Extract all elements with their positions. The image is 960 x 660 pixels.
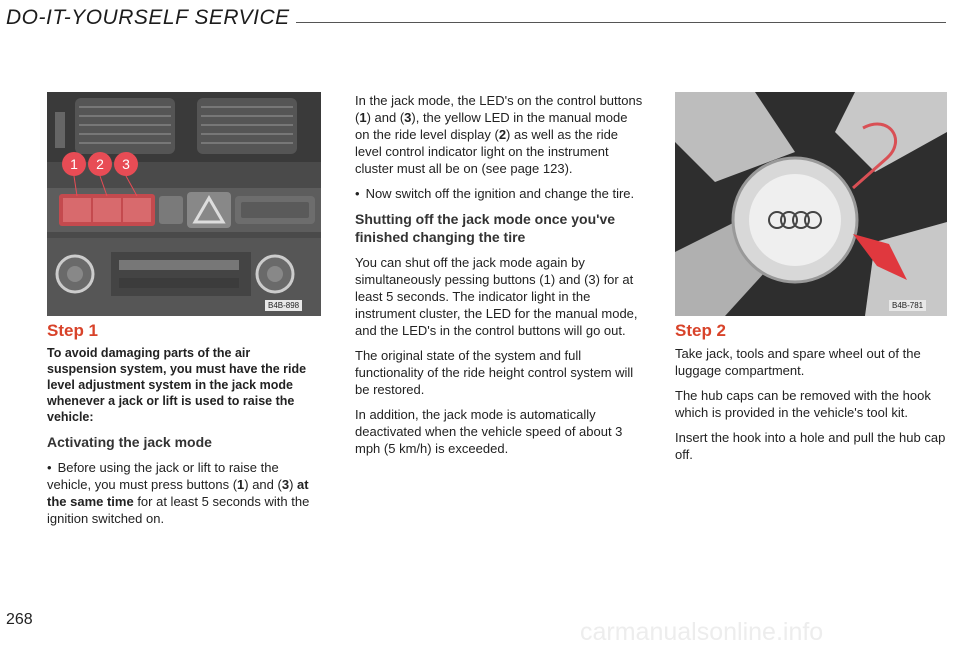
control-panel-illustration: 1 2 3: [47, 92, 321, 316]
left-column: Step 1 To avoid damaging parts of the ai…: [47, 322, 323, 535]
restored-state-text: The original state of the system and ful…: [355, 348, 634, 397]
right-column: Step 2 Take jack, tools and spare wheel …: [675, 322, 947, 471]
control-panel-figure: 1 2 3 B4B-898: [47, 92, 321, 316]
wheel-hubcap-figure: B4B-781: [675, 92, 947, 316]
automatic-deactivation-text: In addition, the jack mode is automatica…: [355, 407, 623, 456]
jack-mode-indicator-text: In the jack mode, the LED's on the contr…: [355, 93, 643, 176]
step-2-heading: Step 2: [675, 321, 727, 340]
air-suspension-warning: To avoid damaging parts of the air suspe…: [47, 346, 307, 424]
marker-1: 1: [70, 156, 78, 172]
middle-column: In the jack mode, the LED's on the contr…: [355, 92, 645, 465]
take-jack-text: Take jack, tools and spare wheel out of …: [675, 346, 921, 378]
change-tire-text: Now switch off the ignition and change t…: [355, 185, 645, 202]
marker-2: 2: [96, 156, 104, 172]
header-rule: [296, 22, 946, 23]
shut-off-instructions: You can shut off the jack mode again by …: [355, 255, 638, 338]
shutting-off-jack-mode-heading: Shutting off the jack mode once you've f…: [355, 211, 616, 245]
activating-jack-mode-heading: Activating the jack mode: [47, 434, 212, 450]
figure-2-code: B4B-781: [889, 300, 927, 311]
page-header-title: DO-IT-YOURSELF SERVICE: [6, 6, 290, 29]
page-number: 268: [6, 611, 33, 628]
insert-hook-text: Insert the hook into a hole and pull the…: [675, 430, 946, 462]
wheel-illustration: [675, 92, 947, 316]
marker-3: 3: [122, 156, 130, 172]
watermark: carmanualsonline.info: [580, 618, 824, 646]
hub-cap-removal-text: The hub caps can be removed with the hoo…: [675, 388, 931, 420]
activating-instructions: Before using the jack or lift to raise t…: [47, 459, 323, 527]
figure-1-code: B4B-898: [265, 300, 303, 311]
step-1-heading: Step 1: [47, 321, 99, 340]
